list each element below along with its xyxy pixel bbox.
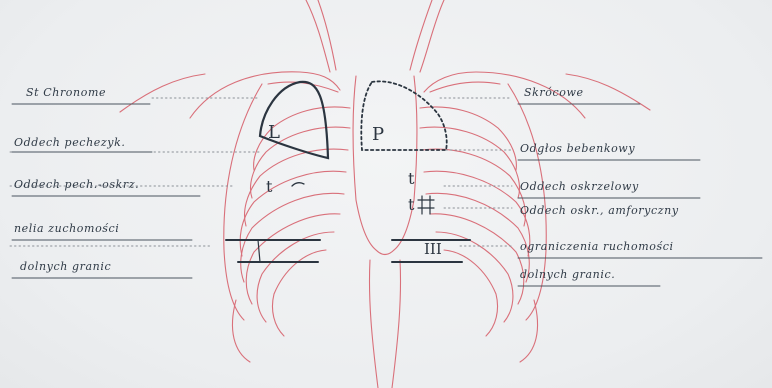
label-left-2: Oddech pechezyk. <box>14 136 125 149</box>
mark-left-mid: t <box>266 177 273 196</box>
mark-right-mid-2: t <box>408 195 415 214</box>
label-left-1: St Chronome <box>26 86 106 99</box>
mark-right-lower: III <box>424 240 442 258</box>
label-right-4: Oddech oskr., amforyczny <box>520 204 679 217</box>
label-left-4: nelia zuchomości <box>14 222 119 235</box>
label-left-5: dolnych granic <box>20 260 111 273</box>
mark-right-mid-1: t <box>408 169 415 188</box>
label-right-3: Oddech oskrzelowy <box>520 180 639 193</box>
mark-left-upper: L <box>268 122 280 143</box>
lung-letter-marks: L P t t t III <box>266 122 442 258</box>
label-right-5: ograniczenia ruchomości <box>520 240 674 253</box>
label-right-6: dolnych granic. <box>520 268 615 281</box>
label-underlines <box>12 104 762 286</box>
label-right-1: Skrócowe <box>524 86 584 99</box>
left-upper-lung-outline <box>260 82 328 158</box>
rib-cage-outline <box>120 0 650 388</box>
left-lower-tick <box>258 240 260 262</box>
label-right-2: Odgłos bebenkowy <box>520 142 635 155</box>
mark-right-upper: P <box>372 124 384 145</box>
left-mid-tick <box>292 183 304 186</box>
label-left-3: Oddech pech.-oskrz. <box>14 178 139 191</box>
right-hash-mark <box>418 196 434 214</box>
